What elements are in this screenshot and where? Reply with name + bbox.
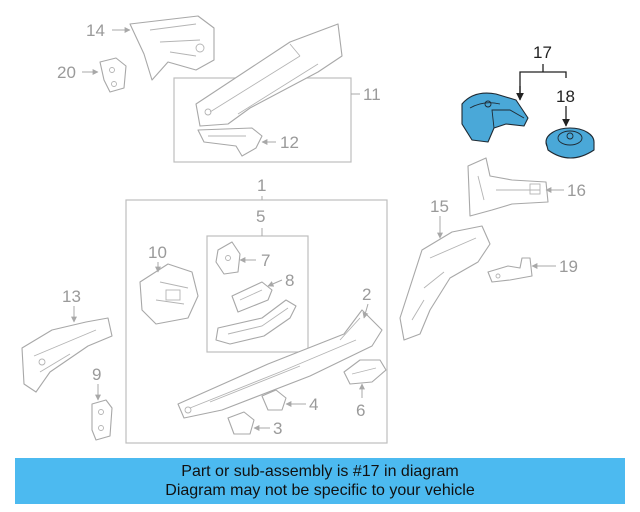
callout-18: 18 <box>556 87 575 106</box>
banner-line-part: Part or sub-assembly is #17 in diagram <box>181 463 459 480</box>
part-18-shape[interactable] <box>545 127 595 159</box>
part-7-shape <box>215 241 241 275</box>
part-5-bracket-shape <box>215 299 297 345</box>
callout-3: 3 <box>273 419 282 438</box>
group-box-5 <box>206 235 309 353</box>
part-9-shape <box>91 399 113 441</box>
callout-12: 12 <box>280 133 299 152</box>
callout-11: 11 <box>363 85 381 104</box>
part-3-shape <box>227 411 255 435</box>
part-19-shape <box>487 257 533 283</box>
leader-line-8 <box>267 279 283 287</box>
leader-line-2 <box>362 303 369 319</box>
part-17-shape[interactable] <box>461 92 529 143</box>
info-banner: Part or sub-assembly is #17 in diagram D… <box>15 458 625 504</box>
callout-7: 7 <box>261 251 270 270</box>
callout-8: 8 <box>285 271 294 290</box>
callout-6: 6 <box>356 401 365 420</box>
group-box-1 <box>125 199 388 444</box>
callout-15: 15 <box>430 197 449 216</box>
banner-line-disclaimer: Diagram may not be specific to your vehi… <box>165 482 475 499</box>
callout-2: 2 <box>362 285 371 304</box>
part-10-shape <box>139 263 199 325</box>
callout-4: 4 <box>309 395 318 414</box>
part-20-shape <box>99 57 127 93</box>
part-4-shape <box>261 389 287 411</box>
callout-13: 13 <box>62 287 81 306</box>
callout-5: 5 <box>256 207 265 226</box>
callout-9: 9 <box>92 365 101 384</box>
callout-16: 16 <box>567 181 586 200</box>
callout-1: 1 <box>257 176 266 195</box>
callout-19: 19 <box>559 257 578 276</box>
part-14-shape <box>129 15 215 81</box>
part-8-shape <box>231 281 273 313</box>
part-15-shape <box>399 225 491 341</box>
callout-14: 14 <box>86 21 105 40</box>
part-6-shape <box>343 359 387 385</box>
callout-20: 20 <box>57 63 76 82</box>
part-13-shape <box>21 317 113 393</box>
part-2-shape <box>177 309 383 419</box>
part-11-shape <box>195 23 343 127</box>
part-16-shape <box>467 157 549 217</box>
exploded-parts-diagram: 14 20 11 12 1 5 10 7 8 2 6 4 3 13 9 15 1… <box>21 15 595 444</box>
part-12-shape <box>197 127 263 157</box>
callout-17: 17 <box>533 43 552 62</box>
callout-10: 10 <box>148 243 167 262</box>
